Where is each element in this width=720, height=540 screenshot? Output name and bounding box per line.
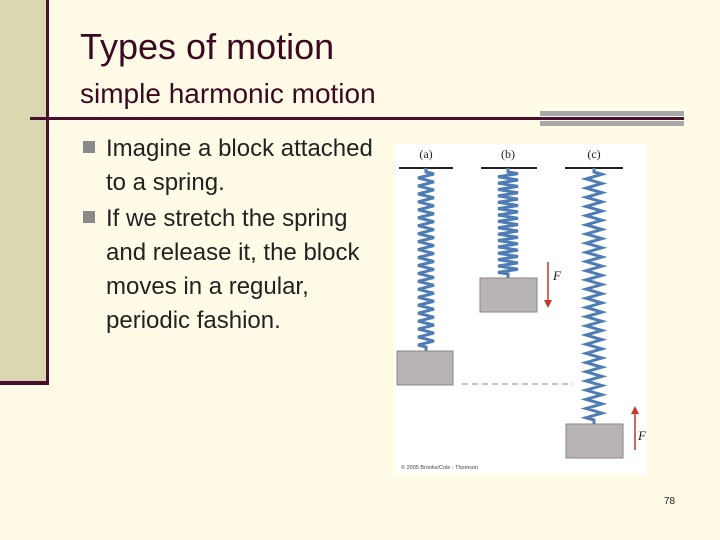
bullet-item: Imagine a block attached to a spring. [82, 132, 382, 200]
title-divider [30, 117, 684, 120]
left-decor-band [0, 0, 49, 384]
figure-copyright: © 2005 Brooks/Cole - Thomson [401, 464, 478, 471]
spring-c [580, 168, 608, 424]
divider-accent-bottom [540, 121, 684, 126]
slide-subtitle: simple harmonic motion [80, 78, 376, 109]
panel-label-b: (b) [501, 147, 515, 161]
spring-figure: (a) (b) (c) F F © 2005 Brooks/Cole - Tho… [395, 144, 647, 474]
force-label-c: F [637, 428, 647, 443]
bullet-text: Imagine a block attached to a spring. [106, 135, 373, 196]
divider-accent-top [540, 111, 684, 116]
force-label-b: F [552, 268, 562, 283]
slide-title: Types of motion [80, 26, 335, 67]
spring-a [417, 168, 435, 351]
spring-diagram: (a) (b) (c) F F © 2005 Brooks/Cole - Tho… [396, 147, 647, 471]
force-arrow-c-head [631, 406, 639, 414]
page-number: 78 [664, 496, 676, 507]
bullet-text: If we stretch the spring and release it,… [106, 205, 360, 334]
panel-label-a: (a) [419, 147, 432, 161]
bullet-item: If we stretch the spring and release it,… [82, 202, 382, 338]
panel-label-c: (c) [587, 147, 600, 161]
square-bullet-icon [83, 141, 95, 153]
block-a [396, 350, 454, 386]
spring-b [497, 168, 519, 278]
block-b [479, 277, 538, 313]
square-bullet-icon [83, 211, 95, 223]
left-band-foot-line [0, 381, 49, 385]
bullet-list: Imagine a block attached to a spring. If… [82, 132, 382, 340]
force-arrow-b-head [544, 300, 552, 308]
block-c [565, 423, 624, 459]
